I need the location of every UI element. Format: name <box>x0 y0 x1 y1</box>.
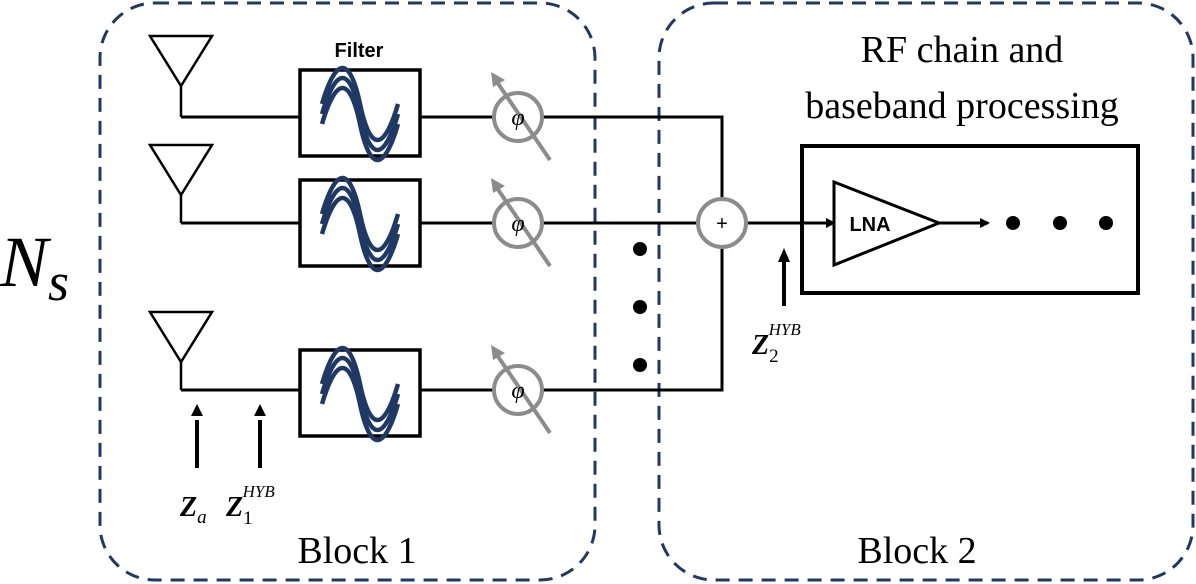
antenna-icon <box>147 310 215 390</box>
filter-box <box>298 68 422 160</box>
impedance-marker-za <box>191 404 203 468</box>
svg-text:φ: φ <box>511 211 524 237</box>
block-1-label: Block 1 <box>297 530 416 572</box>
filter-label: Filter <box>335 40 384 62</box>
filter-box <box>298 178 422 270</box>
svg-text:LNA: LNA <box>849 214 890 236</box>
combiner: + <box>696 197 748 249</box>
svg-text:+: + <box>716 213 728 235</box>
phase-shifter: φ <box>491 72 552 162</box>
svg-text:φ: φ <box>511 378 524 404</box>
block-2-label: Block 2 <box>857 530 976 572</box>
ns-label: Ns <box>0 222 69 312</box>
ellipsis-dots-vertical <box>633 242 647 372</box>
block-2-outline <box>657 1 1195 582</box>
rf-chain-subtitle: baseband processing <box>805 85 1118 127</box>
block-1-outline <box>98 1 597 582</box>
z1-hyb-label: Z1HYB <box>225 482 275 529</box>
impedance-marker-z2 <box>778 248 790 306</box>
filter-box <box>298 348 422 440</box>
ellipsis-dots-horizontal <box>1006 216 1113 230</box>
za-label: Za <box>179 492 207 528</box>
lna-amplifier: LNA <box>832 179 944 268</box>
svg-text:φ: φ <box>511 105 524 131</box>
phase-shifter: φ <box>491 178 552 268</box>
phase-shifter: φ <box>491 345 552 435</box>
rf-chain-title: RF chain and <box>861 29 1064 71</box>
z2-hyb-label: Z2HYB <box>751 320 801 367</box>
impedance-marker-z1 <box>254 404 266 468</box>
antenna-icon <box>147 34 215 117</box>
signal-wires <box>181 115 990 392</box>
antenna-icon <box>147 143 215 223</box>
rf-chain-box <box>800 144 1140 295</box>
